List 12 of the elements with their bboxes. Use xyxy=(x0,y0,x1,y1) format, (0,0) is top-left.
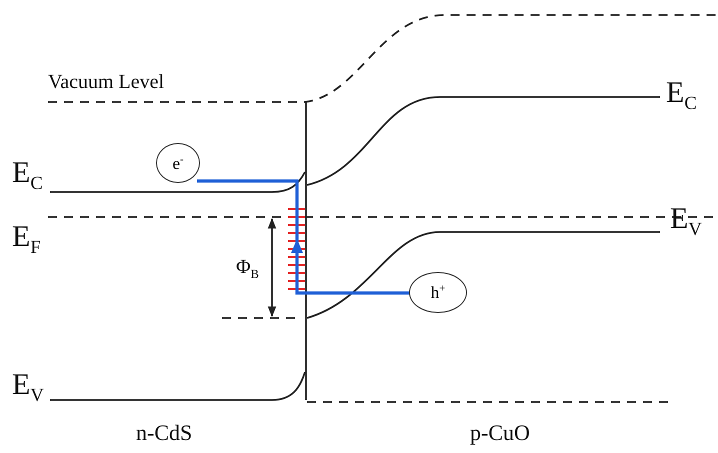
band-label: E$_{C}$ xyxy=(12,158,43,194)
particle-circle xyxy=(156,143,200,183)
level-label: Vacuum Level xyxy=(48,72,164,92)
particle-label: e$^{-}$ xyxy=(172,154,184,172)
band-label: E$_{V}$ xyxy=(670,204,702,240)
material-label: p-CuO xyxy=(470,422,530,444)
barrier-height-label: Φ$_{B}$ xyxy=(236,257,259,280)
particle-label: h$^{+}$ xyxy=(430,284,446,301)
band-label: E$_{V}$ xyxy=(12,370,44,406)
band-label: E$_{F}$ xyxy=(12,222,41,258)
band-label: E$_{C}$ xyxy=(666,78,697,114)
material-label: n-CdS xyxy=(136,422,192,444)
